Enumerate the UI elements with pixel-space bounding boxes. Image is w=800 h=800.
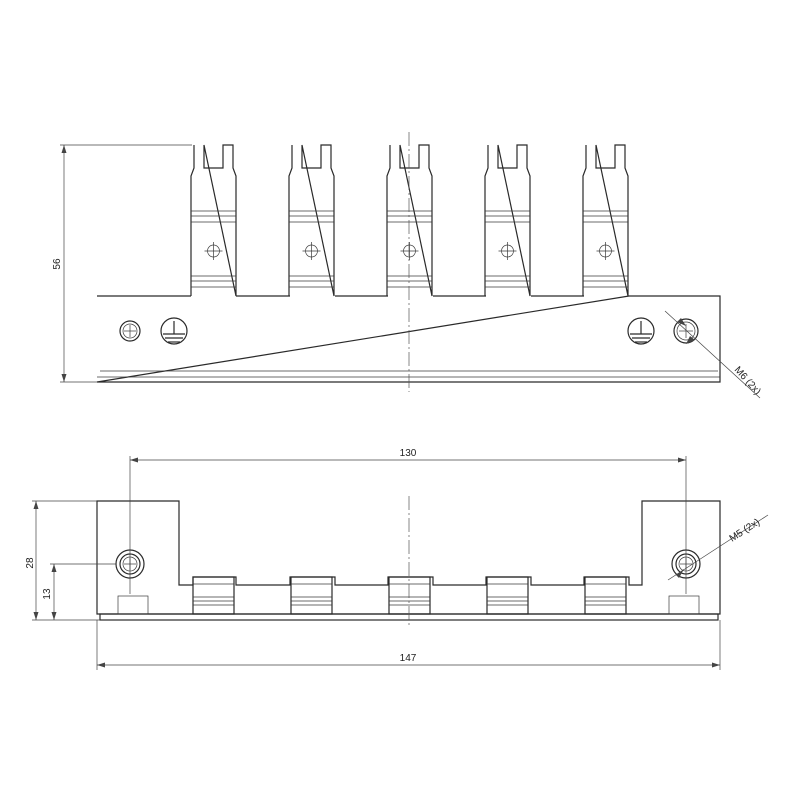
callout-m5: M5 (2x) xyxy=(667,514,769,581)
callout-m5-label: M5 (2x) xyxy=(728,517,762,545)
top-base-plate xyxy=(96,295,721,383)
mounting-hole-left xyxy=(119,320,141,342)
terminal-top xyxy=(190,144,237,297)
dim-height-side-label: 28 xyxy=(25,557,36,569)
terminal-screw-icon xyxy=(498,242,517,260)
terminal-top xyxy=(386,144,433,297)
dim-width-total-label: 147 xyxy=(400,653,417,664)
dim-hole-pitch: 130 xyxy=(130,448,686,463)
earth-symbol-left-icon xyxy=(160,317,188,345)
dim-height-side: 28 xyxy=(25,500,100,621)
terminal-screw-icon xyxy=(596,242,615,260)
front-view: 130 147 28 13 xyxy=(25,448,769,670)
foot-right xyxy=(668,595,700,615)
terminal-screw-icon xyxy=(400,242,419,260)
dim-hole-pitch-label: 130 xyxy=(400,448,417,459)
mounting-hole-right xyxy=(673,318,699,344)
terminal-front xyxy=(584,576,627,615)
terminal-top xyxy=(484,144,531,297)
earth-symbol-right-icon xyxy=(627,317,655,345)
dim-width-total: 147 xyxy=(96,620,721,670)
terminal-front xyxy=(486,576,529,615)
dim-height-total: 56 xyxy=(52,144,192,383)
terminal-top xyxy=(582,144,629,297)
dim-hole-height: 13 xyxy=(42,563,116,620)
terminal-top xyxy=(288,144,335,297)
callout-m6: M6 (2x) xyxy=(664,310,763,399)
top-view: 56 M6 (2x) xyxy=(52,132,763,399)
dim-height-total-label: 56 xyxy=(52,258,63,270)
dim-hole-height-label: 13 xyxy=(42,588,53,600)
terminal-front xyxy=(290,576,333,615)
terminal-front xyxy=(388,576,431,615)
terminal-screw-icon xyxy=(302,242,321,260)
callout-m6-label: M6 (2x) xyxy=(732,365,763,398)
foot-left xyxy=(117,595,149,615)
terminal-screw-icon xyxy=(204,242,223,260)
front-terminals xyxy=(192,576,627,615)
top-terminals xyxy=(190,144,629,297)
terminal-front xyxy=(192,576,235,615)
